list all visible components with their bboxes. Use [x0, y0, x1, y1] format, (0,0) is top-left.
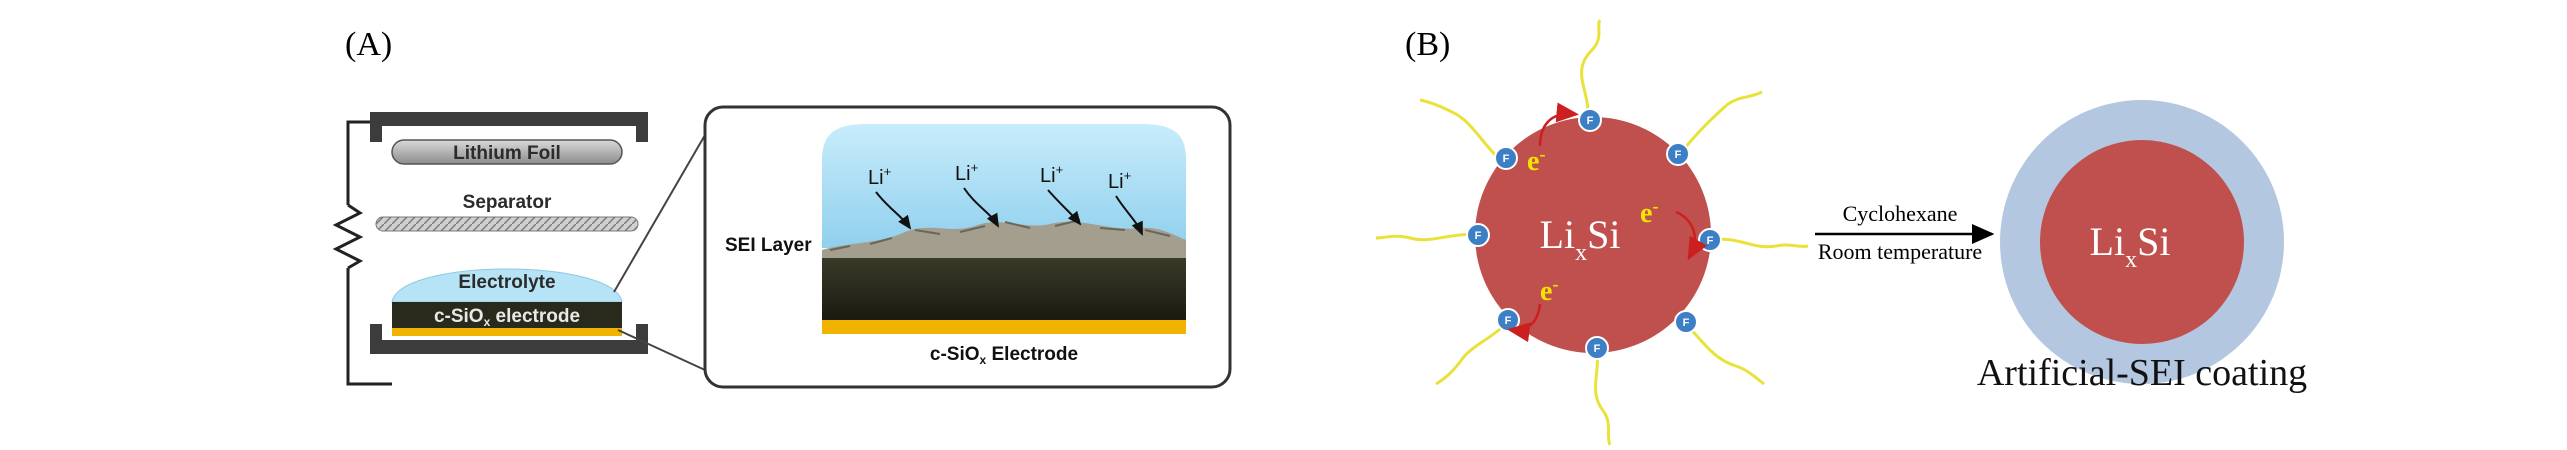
- li-ion-3: Li+: [1040, 162, 1063, 187]
- panel-a: (A) Lithium Foil Separator Electrolyte c…: [332, 26, 1232, 389]
- li-ion-arrow-4: [1115, 195, 1143, 236]
- separator-label: Separator: [463, 192, 552, 213]
- ligand-chain-bottom-right: [1686, 324, 1765, 386]
- ligand-chain-left: [1375, 233, 1479, 242]
- electron-right: e-: [1640, 196, 1658, 229]
- zoom-line-top: [613, 134, 706, 293]
- cell-top-casing: [370, 112, 648, 142]
- f-anchor-bottom-right: F: [1674, 310, 1698, 334]
- electrode-layer: [392, 302, 622, 328]
- li-ion-group: Li+ Li+ Li+ Li+: [868, 160, 1131, 193]
- li-ion-arrow-2: [963, 187, 999, 228]
- panel-b: (B) LixSi F F F F F F F F e-: [1375, 19, 2307, 446]
- lithium-foil: [391, 139, 623, 165]
- f-anchor-right: F: [1698, 228, 1722, 252]
- reaction-condition-top: Cyclohexane: [1843, 201, 1958, 226]
- lixsi-particle-label: LixSi: [1540, 212, 1621, 266]
- lixsi-particle: [1475, 117, 1711, 353]
- electron-arrow-right: [1675, 210, 1708, 261]
- svg-text:F: F: [1475, 230, 1482, 242]
- li-ion-arrow-3: [1047, 189, 1082, 226]
- zoom-electrode-label: c-SiOx Electrode: [930, 344, 1078, 367]
- coating-label: Artificial-SEI coating: [1977, 352, 2307, 394]
- svg-text:F: F: [1707, 235, 1714, 247]
- reaction-condition-bottom: Room temperature: [1818, 239, 1982, 264]
- svg-text:F: F: [1594, 343, 1601, 355]
- cell-bottom-casing: [370, 324, 648, 354]
- li-ion-1: Li+: [868, 164, 891, 189]
- li-ion-arrows: [875, 187, 1143, 236]
- f-anchor-bottom-left: F: [1496, 308, 1520, 332]
- ligand-chain-bottom: [1593, 349, 1612, 446]
- separator-sheet: [375, 216, 639, 232]
- ligand-chain-right: [1711, 237, 1809, 249]
- electrolyte-dome: [391, 268, 623, 303]
- electrolyte-label: Electrolyte: [458, 272, 555, 293]
- ligand-chain-top-right: [1681, 90, 1763, 151]
- svg-text:F: F: [1503, 153, 1510, 165]
- li-ion-arrow-1: [875, 191, 912, 230]
- resistor-icon: [332, 203, 364, 270]
- svg-text:F: F: [1683, 317, 1690, 329]
- svg-text:F: F: [1675, 149, 1682, 161]
- panel-a-label: (A): [345, 26, 392, 63]
- zoom-electrolyte: [822, 124, 1186, 248]
- electron-bottom: e-: [1540, 274, 1558, 307]
- ligand-chain-bottom-left: [1435, 320, 1510, 386]
- electrons: e- e- e-: [1527, 144, 1658, 307]
- ligand-chain-top: [1580, 19, 1602, 119]
- coated-lixsi-label: LixSi: [2090, 219, 2171, 273]
- coated-lixsi-core: [2040, 140, 2244, 344]
- sei-layer-label: SEI Layer: [725, 235, 812, 256]
- electrode-label: c-SiOx electrode: [434, 306, 580, 329]
- f-anchor-top-right: F: [1666, 142, 1690, 166]
- electron-arrow-top: [1538, 102, 1579, 147]
- panel-b-label: (B): [1405, 26, 1450, 63]
- electron-top: e-: [1527, 144, 1545, 177]
- zoom-sei-texture: [829, 219, 1171, 251]
- ligand-chains: [1375, 19, 1809, 446]
- electrode-current-collector: [392, 328, 622, 336]
- zoom-sei-layer: [822, 221, 1186, 262]
- li-ion-2: Li+: [955, 160, 978, 185]
- zoom-electrode-body: [822, 258, 1186, 320]
- svg-text:F: F: [1505, 315, 1512, 327]
- lithium-foil-label: Lithium Foil: [453, 143, 561, 164]
- f-anchor-bottom: F: [1585, 336, 1609, 360]
- f-anchor-left: F: [1466, 223, 1490, 247]
- f-anchor-groups: F F F F F F F F: [1466, 108, 1722, 360]
- electron-arrow-bottom: [1507, 303, 1542, 343]
- svg-text:F: F: [1587, 115, 1594, 127]
- zoom-current-collector: [822, 320, 1186, 334]
- f-anchor-top: F: [1578, 108, 1602, 132]
- f-anchor-top-left: F: [1494, 146, 1518, 170]
- zoom-line-bottom: [617, 329, 706, 371]
- li-ion-4: Li+: [1108, 168, 1131, 193]
- electron-transfer-arrows: [1507, 102, 1708, 343]
- ligand-chain-top-left: [1419, 98, 1502, 162]
